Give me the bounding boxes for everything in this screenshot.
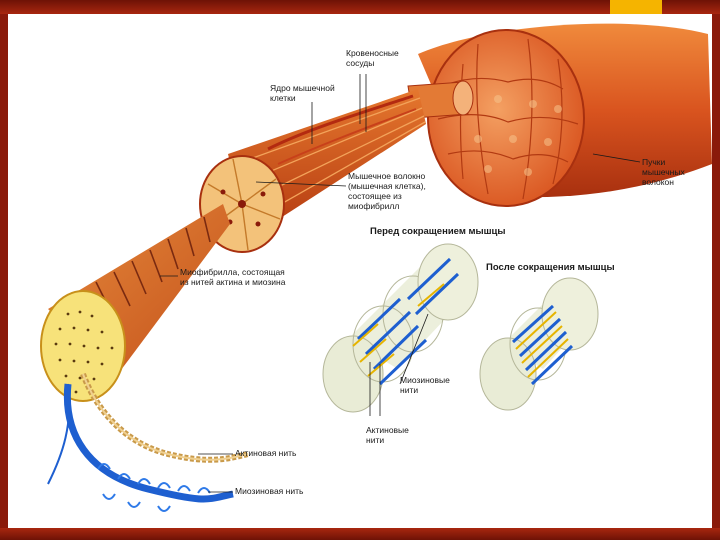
label-cell-nucleus: Ядро мышечной клетки <box>270 83 335 103</box>
accent-box <box>610 0 662 14</box>
myosin-filament-strand <box>47 383 234 512</box>
label-myosin-filament: Миозиновая нить <box>235 486 304 496</box>
diagram-canvas: Кровеносные сосуды Ядро мышечной клетки … <box>8 14 712 528</box>
label-muscle-fiber: Мышечное волокно (мышечная клетка), сост… <box>348 171 426 211</box>
bottom-frame-band <box>0 528 720 540</box>
label-actin-filaments: Актиновые нити <box>366 425 409 445</box>
muscle-structure-illustration <box>40 23 712 512</box>
label-blood-vessels: Кровеносные сосуды <box>346 48 399 68</box>
top-frame-band <box>0 0 720 14</box>
sarcomere-after <box>479 277 599 411</box>
sarcomere-before <box>322 243 479 413</box>
label-fiber-bundles: Пучки мышечных волокон <box>642 157 685 187</box>
muscle-bundle <box>407 23 712 207</box>
myofibril-strand <box>40 204 230 402</box>
leader-lines <box>160 74 641 493</box>
actin-filament-strand <box>80 372 249 463</box>
label-actin-filament: Актиновая нить <box>235 448 297 458</box>
label-myofibril: Миофибрилла, состоящая из нитей актина и… <box>180 267 286 287</box>
label-before-contraction: Перед сокращением мышцы <box>370 226 506 237</box>
label-after-contraction: После сокращения мышцы <box>486 262 615 273</box>
label-myosin-filaments: Миозиновые нити <box>400 375 450 395</box>
